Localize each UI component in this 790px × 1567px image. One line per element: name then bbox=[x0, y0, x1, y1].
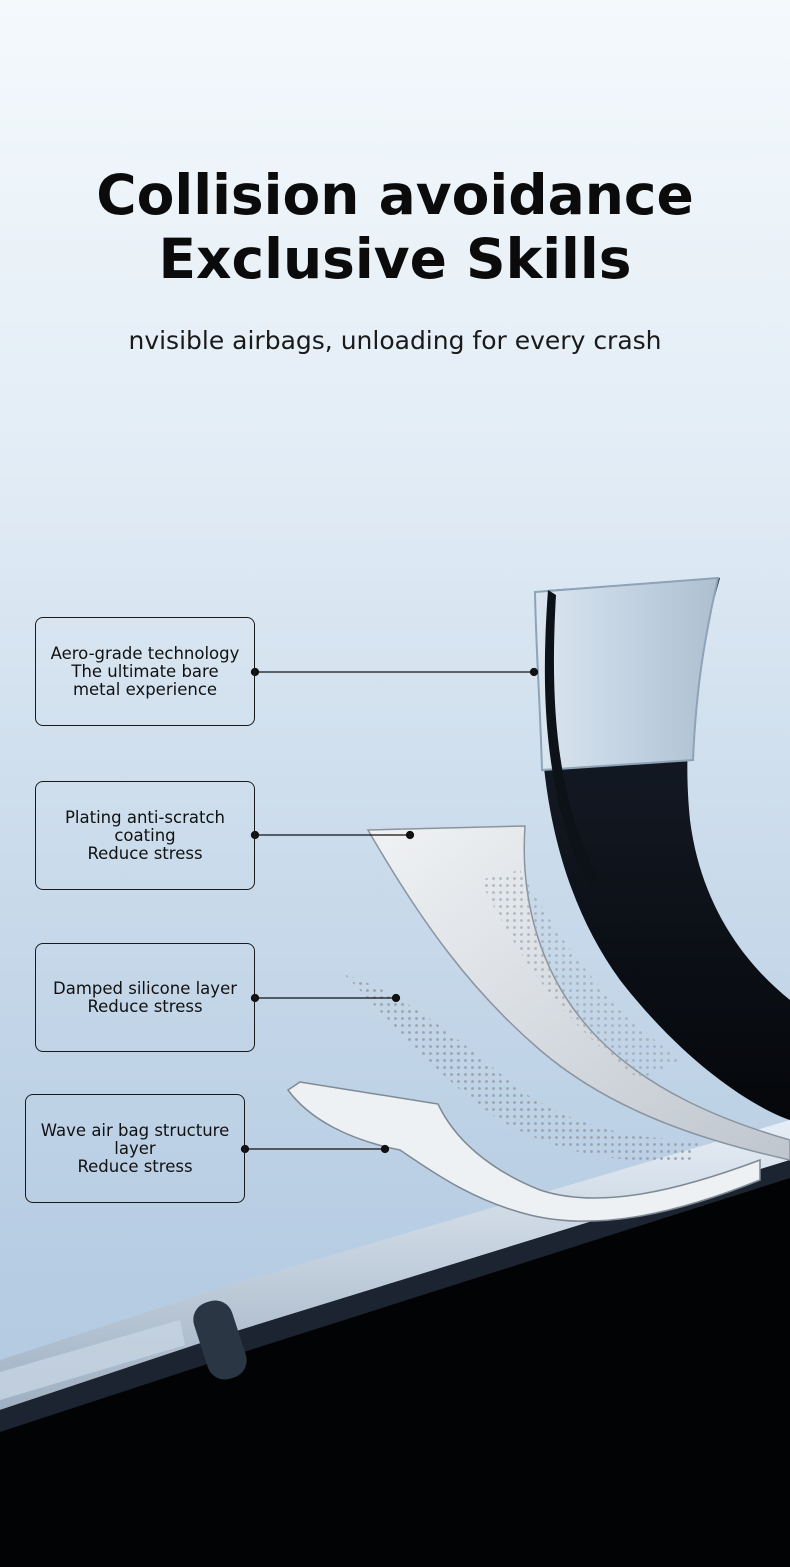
case-rail bbox=[0, 1120, 790, 1410]
case-base bbox=[0, 1150, 790, 1567]
subtitle: nvisible airbags, unloading for every cr… bbox=[128, 326, 662, 355]
page-title: Collision avoidance Exclusive Skills bbox=[0, 163, 790, 291]
callout-text: Damped silicone layer bbox=[53, 978, 237, 998]
callout-text: Plating anti-scratch bbox=[64, 807, 225, 827]
callout-silicone: Damped silicone layer Reduce stress bbox=[35, 943, 255, 1052]
callout-text: The ultimate bare bbox=[71, 661, 219, 681]
silicone-layer bbox=[345, 975, 700, 1161]
rail-edge bbox=[0, 1160, 790, 1432]
title-line-2: Exclusive Skills bbox=[158, 227, 632, 291]
callout-text: Aero-grade technology bbox=[50, 643, 240, 663]
callout-aero-grade: Aero-grade technology The ultimate bare … bbox=[35, 617, 255, 726]
callout-airbag: Wave air bag structure layer Reduce stre… bbox=[25, 1094, 245, 1203]
callout-text: Reduce stress bbox=[77, 1156, 193, 1176]
title-line-1: Collision avoidance bbox=[96, 163, 694, 227]
callout-text: Reduce stress bbox=[87, 996, 203, 1016]
callout-text: metal experience bbox=[72, 679, 218, 699]
callout-text: layer bbox=[114, 1138, 156, 1158]
callout-plating: Plating anti-scratch coating Reduce stre… bbox=[35, 781, 255, 890]
metal-frame-layer bbox=[533, 576, 720, 772]
airbag-layer bbox=[286, 1081, 761, 1222]
callout-text: Reduce stress bbox=[87, 843, 203, 863]
side-button bbox=[193, 1300, 247, 1380]
callout-text: coating bbox=[114, 825, 176, 845]
callout-text: Wave air bag structure bbox=[40, 1120, 230, 1140]
